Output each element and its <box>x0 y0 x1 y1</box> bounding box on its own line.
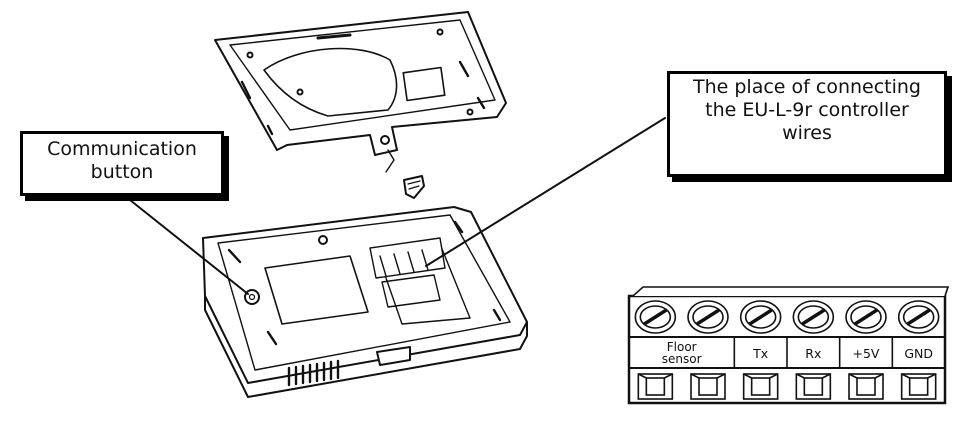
terminal-screw-icon <box>792 300 835 334</box>
terminal-connector-on-board <box>369 237 446 308</box>
terminal-screw-icon <box>634 300 677 334</box>
communication-leader-line <box>129 199 249 295</box>
terminal-socket-icon <box>900 373 937 400</box>
callout-line: wires <box>782 122 832 144</box>
connection-leader-line <box>425 117 666 267</box>
terminal-socket-icon <box>637 373 674 400</box>
terminal-socket-icon <box>795 373 832 400</box>
callout-line: Communication <box>47 138 197 160</box>
screw-icon <box>403 175 425 199</box>
terminal-label: GND <box>904 346 933 361</box>
connection-place-callout: The place of connecting the EU-L-9r cont… <box>667 71 947 177</box>
callout-line: button <box>90 161 154 183</box>
callout-line: the EU-L-9r controller <box>705 99 909 121</box>
controller-housing <box>202 206 528 398</box>
terminal-socket-icon <box>690 373 726 400</box>
terminal-label: sensor <box>662 352 702 366</box>
terminal-socket-icon <box>848 373 884 400</box>
communication-button-callout: Communication button <box>20 131 224 196</box>
terminal-socket-icon <box>742 373 779 400</box>
communication-button-hole <box>244 289 260 305</box>
terminal-screw-icon <box>845 300 887 334</box>
terminal-screw-icon <box>897 300 940 334</box>
terminal-label: +5V <box>853 346 880 361</box>
terminal-screw-icon <box>739 300 782 334</box>
terminal-label: Floor <box>667 340 697 354</box>
mounting-bracket <box>214 11 507 173</box>
callout-line: The place of connecting <box>692 76 921 98</box>
terminal-label: Rx <box>805 346 821 361</box>
terminal-screw-icon <box>687 300 729 334</box>
terminal-label: Tx <box>752 346 768 361</box>
